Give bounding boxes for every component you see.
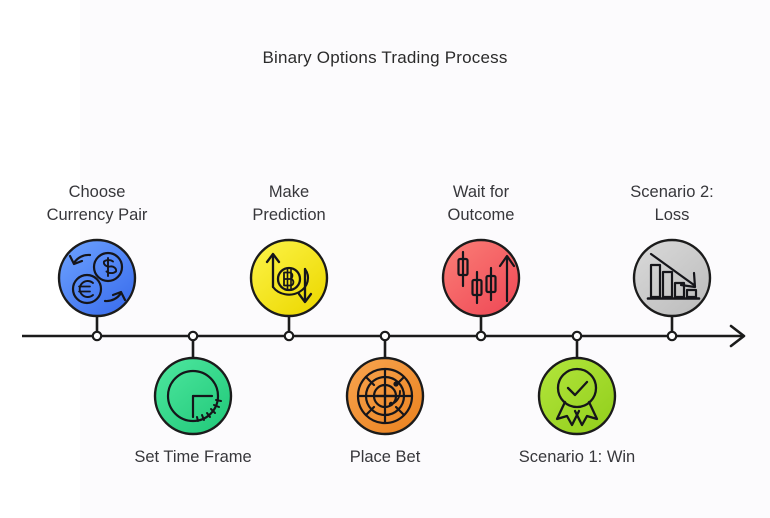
currency-exchange-icon <box>68 251 127 305</box>
timeline-marker <box>91 330 103 342</box>
timeline-arrow-head <box>729 324 746 348</box>
timeline-marker <box>571 330 583 342</box>
timeline-marker <box>379 330 391 342</box>
bitcoin-updown-arrows-icon <box>265 252 313 304</box>
step-node-set-time-frame[interactable] <box>153 356 233 436</box>
page-title: Binary Options Trading Process <box>262 48 508 67</box>
step-label-make-prediction: Make Prediction <box>252 183 326 224</box>
roulette-wheel-icon <box>356 367 414 425</box>
step-label-scenario-2-loss: Scenario 2: Loss <box>630 183 714 224</box>
step-label-set-time-frame: Set Time Frame <box>134 448 252 466</box>
step-node-choose-currency-pair[interactable] <box>57 238 137 318</box>
step-label-scenario-1-win: Scenario 1: Win <box>518 448 636 466</box>
timeline-marker <box>283 330 295 342</box>
timeline-marker <box>666 330 678 342</box>
step-node-make-prediction[interactable] <box>249 238 329 318</box>
step-node-wait-for-outcome[interactable] <box>441 238 521 318</box>
step-node-place-bet[interactable] <box>345 356 425 436</box>
timeline-marker <box>475 330 487 342</box>
timer-clock-icon <box>166 369 222 423</box>
award-ribbon-check-icon <box>555 367 599 427</box>
timeline-markers <box>91 330 678 342</box>
timeline-marker <box>187 330 199 342</box>
step-label-choose-currency-pair: Choose Currency Pair <box>46 183 148 224</box>
step-node-scenario-1-win[interactable] <box>537 356 617 436</box>
candlestick-chart-up-icon <box>457 250 516 305</box>
step-label-place-bet: Place Bet <box>349 448 421 466</box>
step-node-scenario-2-loss[interactable] <box>632 238 712 318</box>
step-label-wait-for-outcome: Wait for Outcome <box>447 183 515 224</box>
declining-bar-chart-icon <box>646 252 701 300</box>
